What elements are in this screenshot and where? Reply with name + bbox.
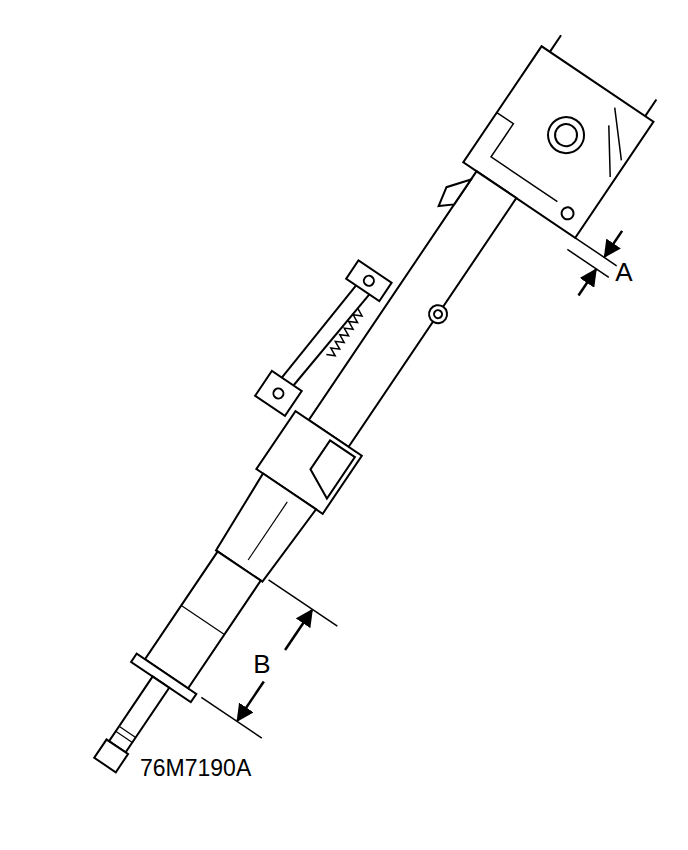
figure-code: 76M7190A bbox=[140, 757, 251, 780]
dimension-label: A bbox=[615, 259, 632, 285]
dimension-label: B bbox=[253, 651, 270, 677]
